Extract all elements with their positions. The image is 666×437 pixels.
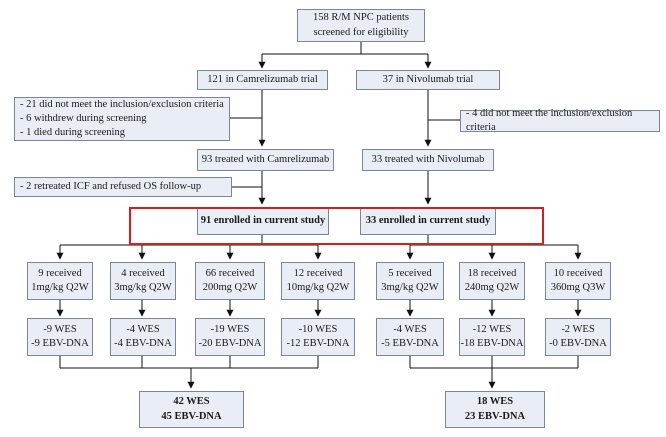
- dose-count: 12 received: [293, 267, 343, 279]
- wes-count: -12 WES: [472, 323, 512, 335]
- wes-box: -12 WES -18 EBV-DNA: [459, 318, 525, 356]
- wes-count: -2 WES: [561, 323, 595, 335]
- total-right-ebv: 23 EBV-DNA: [464, 410, 526, 422]
- dose-regimen: 1mg/kg Q2W: [31, 282, 89, 293]
- wes-count: -9 WES: [43, 323, 77, 335]
- retreat-box: - 2 retreated ICF and refused OS follow-…: [14, 177, 232, 197]
- dose-count: 9 received: [38, 267, 82, 279]
- wes-count: -4 WES: [393, 323, 427, 335]
- camrelizumab-trial-box: 121 in Camrelizumab trial: [197, 70, 328, 90]
- wes-count: -10 WES: [298, 323, 338, 335]
- nivolumab-exclusion-box: - 4 did not meet the inclusion/exclusion…: [460, 107, 660, 133]
- screened-line1: 158 R/M NPC patients: [313, 12, 409, 24]
- wes-count: -19 WES: [210, 323, 250, 335]
- ebv-count: -5 EBV-DNA: [381, 338, 439, 349]
- screened-box: 158 R/M NPC patients screened for eligib…: [297, 9, 425, 42]
- dose-regimen: 3mg/kg Q2W: [381, 282, 439, 293]
- camrelizumab-treated-label: 93 treated with Camrelizumab: [201, 153, 330, 165]
- dose-count: 4 received: [121, 267, 165, 279]
- total-left-box: 42 WES 45 EBV-DNA: [139, 391, 244, 428]
- total-left-wes: 42 WES: [173, 396, 210, 408]
- wes-box: -9 WES -9 EBV-DNA: [27, 318, 93, 356]
- dose-box: 18 received 240mg Q2W: [459, 262, 525, 300]
- ebv-count: -20 EBV-DNA: [198, 338, 262, 349]
- dose-count: 18 received: [467, 267, 517, 279]
- wes-box: -19 WES -20 EBV-DNA: [195, 318, 265, 356]
- wes-box: -2 WES -0 EBV-DNA: [545, 318, 611, 356]
- camrelizumab-exclusion-box: - 21 did not meet the inclusion/exclusio…: [14, 97, 230, 141]
- nivolumab-treated-label: 33 treated with Nivolumab: [371, 153, 485, 165]
- exclusion-item: - 6 withdrew during screening: [20, 113, 147, 125]
- wes-count: -4 WES: [126, 323, 160, 335]
- nivolumab-treated-box: 33 treated with Nivolumab: [362, 149, 494, 171]
- total-right-wes: 18 WES: [476, 396, 514, 408]
- wes-box: -4 WES -4 EBV-DNA: [110, 318, 176, 356]
- screened-line2: screened for eligibility: [313, 26, 409, 38]
- dose-regimen: 200mg Q2W: [202, 282, 258, 293]
- wes-box: -4 WES -5 EBV-DNA: [376, 318, 444, 356]
- dose-box: 10 received 360mg Q3W: [545, 262, 611, 300]
- dose-box: 9 received 1mg/kg Q2W: [27, 262, 93, 300]
- dose-count: 66 received: [205, 267, 255, 279]
- dose-box: 4 received 3mg/kg Q2W: [110, 262, 176, 300]
- dose-count: 5 received: [388, 267, 432, 279]
- nivolumab-enrolled-box: 33 enrolled in current study: [360, 208, 496, 235]
- dose-regimen: 360mg Q3W: [550, 282, 606, 293]
- retreat-label: - 2 retreated ICF and refused OS follow-…: [20, 180, 202, 192]
- wes-box: -10 WES -12 EBV-DNA: [281, 318, 355, 356]
- total-right-box: 18 WES 23 EBV-DNA: [445, 391, 545, 428]
- dose-box: 5 received 3mg/kg Q2W: [376, 262, 444, 300]
- ebv-count: -12 EBV-DNA: [286, 338, 350, 349]
- nivolumab-exclusion-label: - 4 did not meet the inclusion/exclusion…: [466, 107, 633, 133]
- ebv-count: -9 EBV-DNA: [31, 338, 89, 349]
- ebv-count: -18 EBV-DNA: [460, 338, 524, 349]
- total-left-ebv: 45 EBV-DNA: [161, 410, 222, 422]
- nivolumab-trial-box: 37 in Nivolumab trial: [356, 70, 500, 90]
- exclusion-item: - 21 did not meet the inclusion/exclusio…: [20, 99, 224, 110]
- dose-count: 10 received: [553, 267, 603, 279]
- dose-regimen: 10mg/kg Q2W: [286, 282, 350, 293]
- exclusion-item: - 1 died during screening: [20, 127, 125, 139]
- ebv-count: -0 EBV-DNA: [549, 338, 607, 349]
- enrolled-highlight-frame: [129, 207, 544, 245]
- camrelizumab-enrolled-label: 91 enrolled in current study: [200, 215, 326, 227]
- dose-box: 12 received 10mg/kg Q2W: [281, 262, 355, 300]
- ebv-count: -4 EBV-DNA: [114, 338, 172, 349]
- dose-regimen: 240mg Q2W: [464, 282, 520, 293]
- nivolumab-enrolled-label: 33 enrolled in current study: [365, 215, 491, 227]
- dose-regimen: 3mg/kg Q2W: [114, 282, 172, 293]
- camrelizumab-trial-label: 121 in Camrelizumab trial: [207, 73, 318, 85]
- nivolumab-trial-label: 37 in Nivolumab trial: [382, 73, 474, 85]
- camrelizumab-treated-box: 93 treated with Camrelizumab: [197, 149, 334, 171]
- dose-box: 66 received 200mg Q2W: [195, 262, 265, 300]
